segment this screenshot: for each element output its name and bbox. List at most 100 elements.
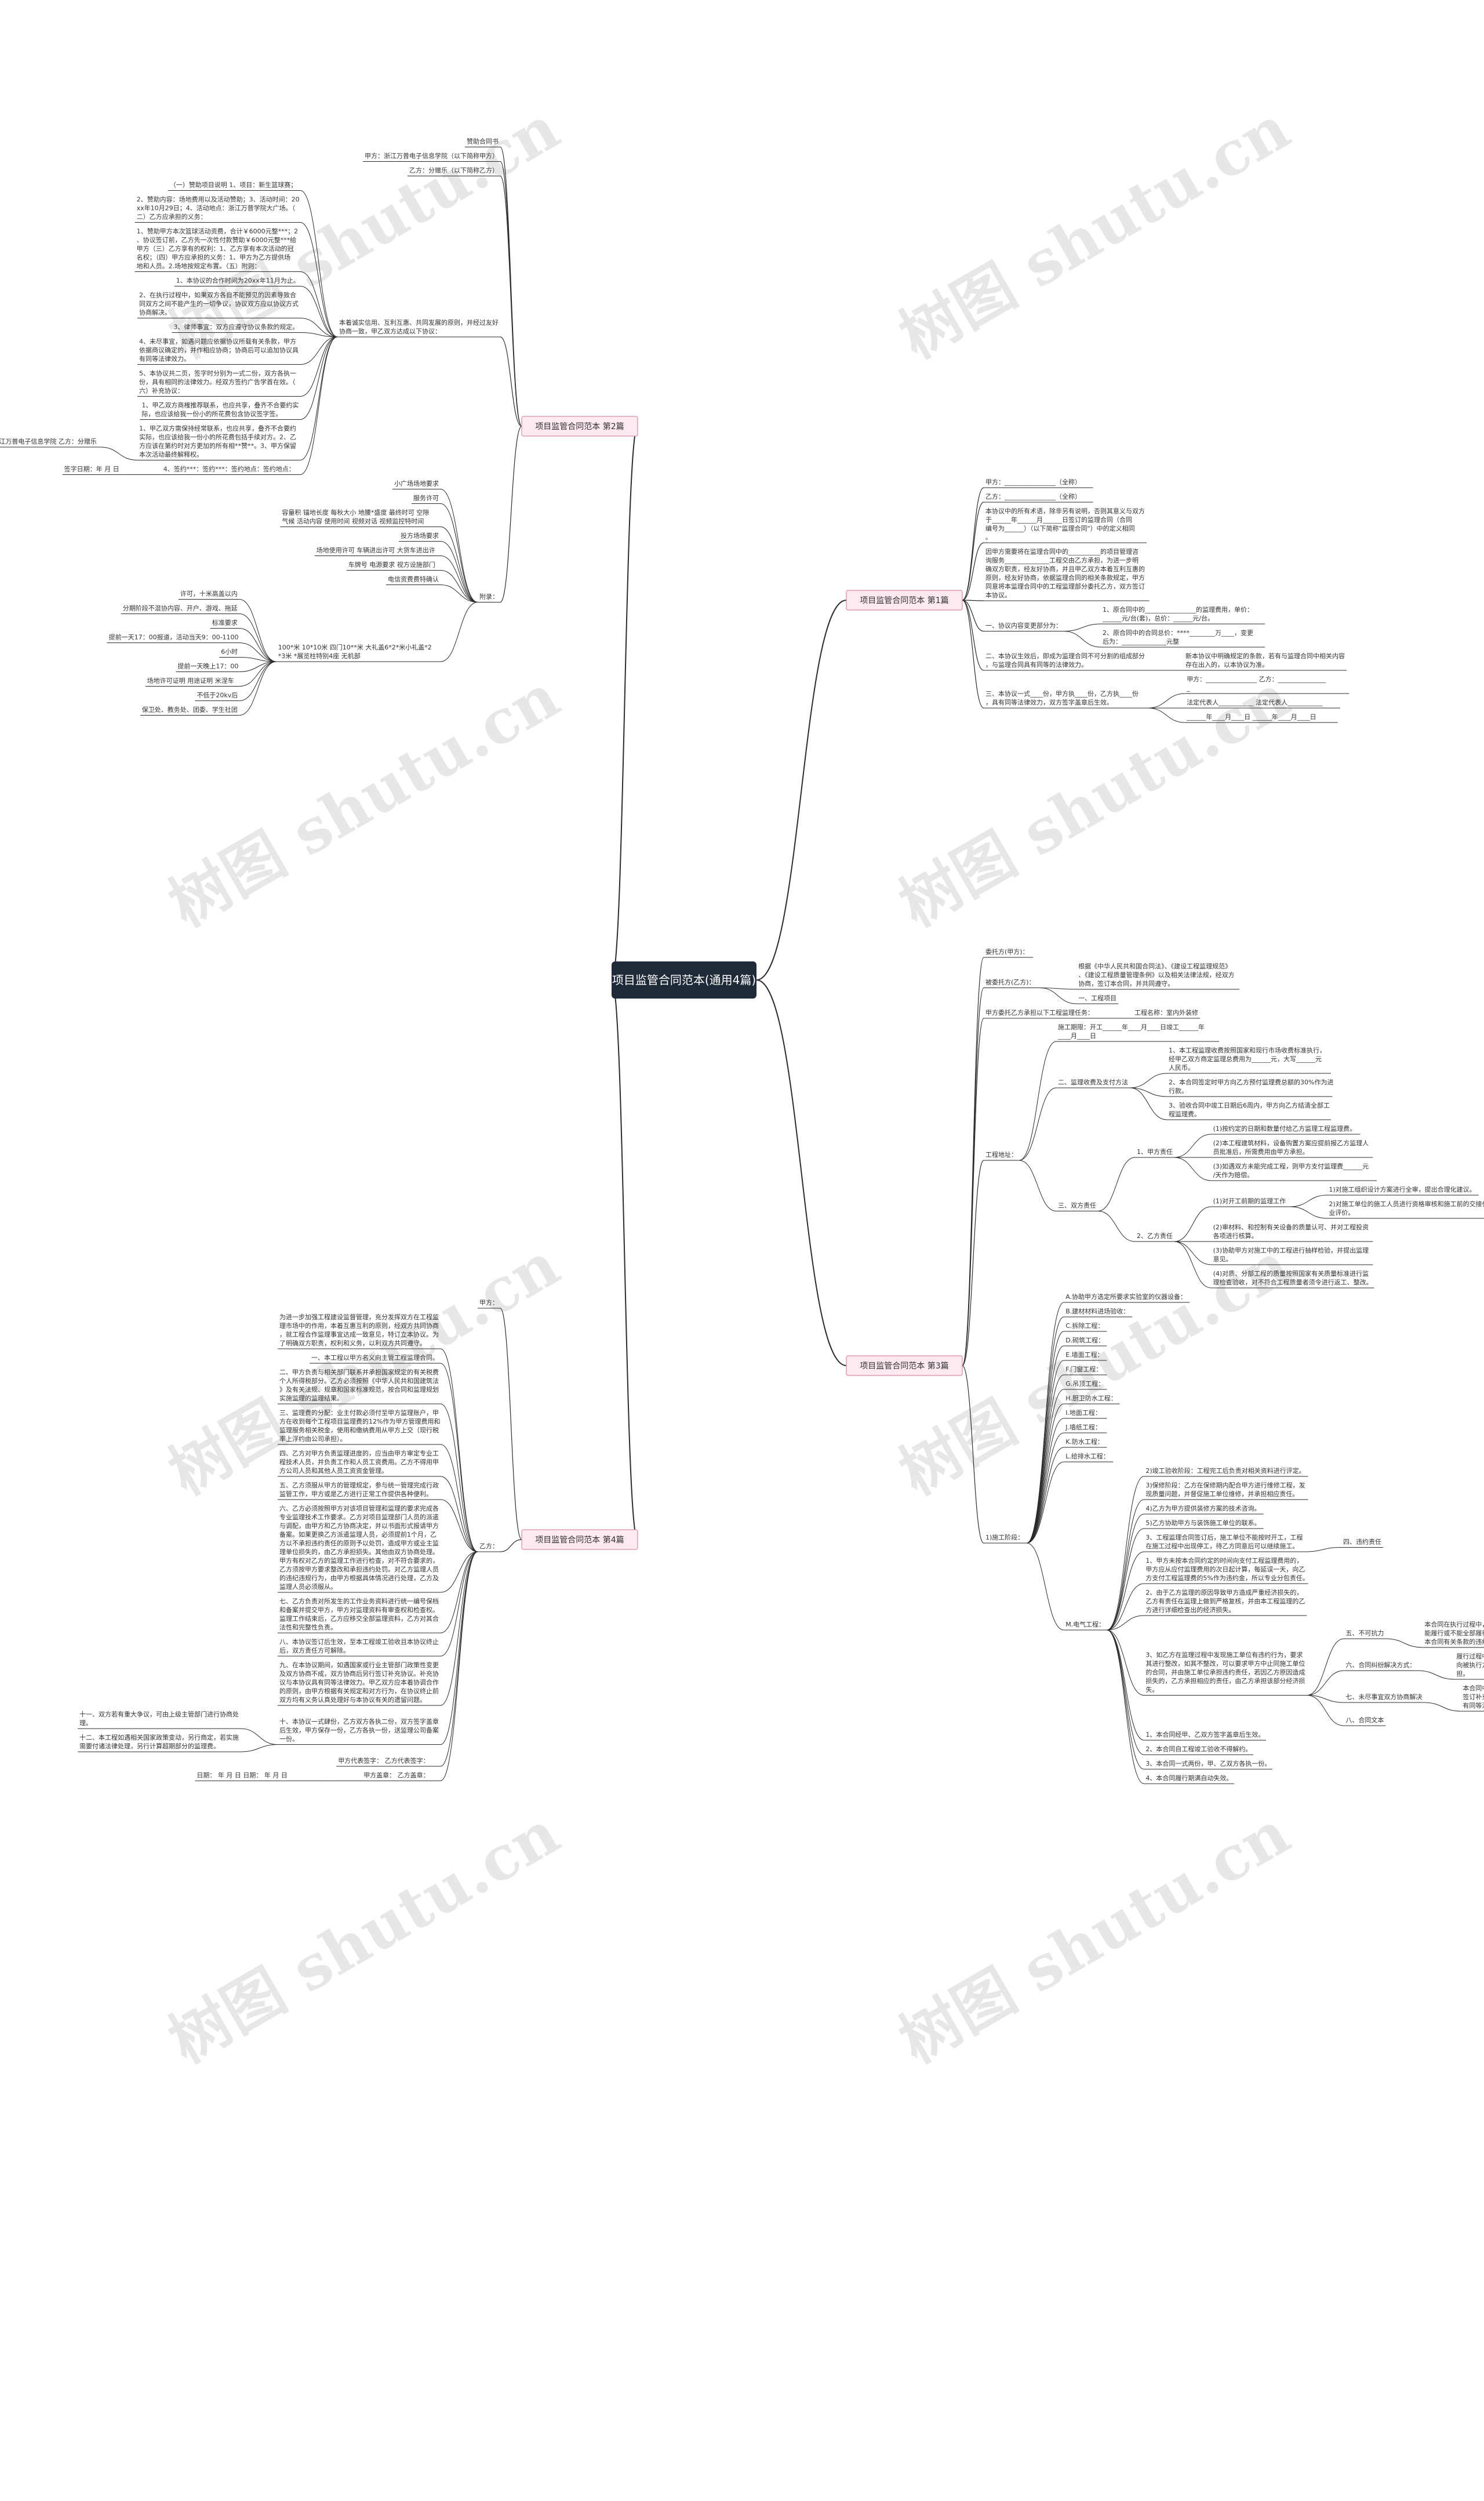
topic-node[interactable]: M.电气工程： (1064, 1620, 1107, 1631)
topic-node[interactable]: 十二、本工程如遇相关国家政策变动，另行商定，若实施需要付诸法律处理，另行计算超期… (78, 1733, 241, 1752)
topic-node[interactable]: (2)审材料、和控制有关设备的质量认可、并对工程投资各项进行核算。 (1211, 1223, 1373, 1242)
topic-node[interactable]: H.厨卫防水工程： (1064, 1394, 1120, 1404)
topic-node[interactable]: 1、甲方责任 (1135, 1148, 1174, 1158)
topic-node[interactable]: 1、甲乙双方商榷推荐联系，也应共享，叠齐不合要约实际，也应该给我一份小的所花费包… (140, 401, 300, 420)
topic-node[interactable]: 标准要求 (210, 619, 239, 629)
topic-node[interactable]: 工程名称：室内外装修 (1133, 1008, 1200, 1019)
topic-node[interactable]: 2、原合同中的合同总价：****________万____，变更后为：_____… (1101, 629, 1265, 648)
topic-node[interactable]: 甲方代表签字： 乙方代表签字： (336, 1756, 441, 1767)
topic-node[interactable]: G.吊顶工程： (1064, 1380, 1107, 1390)
topic-node[interactable]: 乙方： (478, 1542, 500, 1552)
topic-node[interactable]: 小广场场地要求 (392, 480, 441, 489)
topic-node[interactable]: D.砌筑工程： (1064, 1336, 1107, 1346)
topic-node[interactable]: 五、乙方须服从甲方的管理规定，参与统一管理完成行政监管工作，甲方或是乙方进行正常… (278, 1481, 441, 1500)
topic-node[interactable]: 签字日期：年 月 日 (62, 465, 125, 475)
topic-node[interactable]: （一）赞助项目说明 1、项目：新生篮球赛； (168, 181, 300, 191)
topic-node[interactable]: 3、本合同一式两份，甲、乙双方各执一份。 (1144, 1759, 1272, 1770)
topic-node[interactable]: 工程地址： (984, 1150, 1019, 1161)
topic-node[interactable]: 委托方(甲方)： (984, 948, 1034, 958)
topic-node[interactable]: 4、签约***：签约***：签约地点：签约地点： (161, 465, 300, 475)
topic-node[interactable]: 六、合同纠纷解决方式： (1344, 1661, 1418, 1671)
topic-node[interactable]: 1、甲方未按本合同约定的时间向支付工程监理费用的，甲方应从应付监理费用的次日起计… (1144, 1556, 1309, 1584)
topic-node[interactable]: C.拆除工程： (1064, 1322, 1107, 1332)
topic-node[interactable]: 2、本合同自工程竣工验收不得解约。 (1144, 1745, 1253, 1755)
topic-node[interactable]: 甲方：________________ 乙方：________________ (1185, 675, 1350, 694)
topic-node[interactable]: 2、由于乙方监理的原因导致甲方造成严重经济损失的，乙方有责任在监理上做到严格复核… (1144, 1588, 1307, 1616)
topic-node[interactable]: A.协助甲方选定所要求实验室的仪器设备： (1064, 1293, 1190, 1303)
topic-node[interactable]: 因甲方需要将在监理合同中的__________的项目管理咨询服务________… (984, 547, 1150, 601)
branch-node[interactable]: 项目监管合同范本 第1篇 (846, 590, 963, 611)
topic-node[interactable]: 1)对施工组织设计方案进行全审，提出合理化建议。 (1327, 1185, 1479, 1196)
topic-node[interactable]: B.建材材料进场验收： (1064, 1307, 1133, 1317)
topic-node[interactable]: 2、本合同签定时甲方向乙方预付监理费总额的30%作为进行款。 (1167, 1078, 1333, 1097)
topic-node[interactable]: 一、本工程以甲方名义向主管工程监理合同。 (310, 1353, 441, 1364)
topic-node[interactable]: 乙方：________________（全称） (984, 492, 1093, 503)
branch-node[interactable]: 项目监管合同范本 第2篇 (521, 416, 638, 437)
topic-node[interactable]: 4)乙方为甲方提供装修方案的技术咨询。 (1144, 1504, 1264, 1515)
topic-node[interactable]: 提前一天17：00报道，活动当天9：00-1100 (107, 633, 239, 643)
topic-node[interactable]: 二、本协议生效后，即成为监理合同不可分割的组成部分，与监理合同具有同等的法律效力… (984, 652, 1147, 671)
topic-node[interactable]: 八、本协议签订后生效，至本工程竣工验收且本协议终止后，双方责任方可解除。 (278, 1638, 441, 1657)
topic-node[interactable]: 三、本协议一式____份，甲方执____份，乙方执____份，具有同等法律效力，… (984, 689, 1148, 709)
topic-node[interactable]: 3、律师事宜：双方应遵守协议条款的规定。 (172, 323, 300, 333)
topic-node[interactable]: 十一、双方若有重大争议，可由上级主管部门进行协商处理。 (78, 1710, 241, 1729)
branch-node[interactable]: 项目监管合同范本 第4篇 (521, 1529, 638, 1550)
topic-node[interactable]: 三、监理费的分配：业主付款必须付至甲方监理账户，甲方在收到每个工程项目监理费的1… (278, 1409, 441, 1445)
topic-node[interactable]: F.门窗工程： (1064, 1365, 1107, 1375)
topic-node[interactable]: J.墙纸工程： (1064, 1423, 1107, 1433)
topic-node[interactable]: 三、双方责任 (1056, 1202, 1098, 1211)
topic-node[interactable]: 本着诚实信用、互利互惠、共同发展的原则，并经过友好协商一致，甲乙双方达成以下协议… (337, 318, 500, 337)
topic-node[interactable]: 四、违约责任 (1341, 1538, 1383, 1548)
topic-node[interactable]: 甲方：浙江万普电子信息学院 乙方：分赠乐 (0, 437, 100, 448)
topic-node[interactable]: 1、甲乙双方需保持经常联系，也应共享，叠齐不合要约实际，也应该给我一份小的所花费… (137, 424, 300, 460)
topic-node[interactable]: (1)对开工前期的监理工作 (1211, 1197, 1290, 1207)
topic-node[interactable]: 1、赞助甲方本次篮球活动资费，合计￥6000元整***；2、协议签订前，乙方先一… (134, 227, 300, 272)
topic-node[interactable]: 分期阶段不混协内容、开户、游戏、拖延 (121, 604, 239, 614)
topic-node[interactable]: 4、本合同履行期满自动失效。 (1144, 1774, 1234, 1784)
branch-node[interactable]: 项目监管合同范本 第3篇 (846, 1355, 963, 1376)
topic-node[interactable]: 二、甲方负责与相关部门联系并承担国家规定的有关税费个人所得税部分。乙方必须按照《… (278, 1368, 441, 1404)
topic-node[interactable]: 法定代表人___________ 法定代表人___________ (1185, 698, 1340, 709)
topic-node[interactable]: 场地使用许可 车辆进出许可 大货车进出许 (314, 546, 441, 556)
topic-node[interactable]: 日期： 年 月 日 日期： 年 月 日 (195, 1771, 325, 1781)
topic-node[interactable]: 服务许可 (412, 495, 441, 504)
topic-node[interactable]: 保卫处、教务处、团委、学生社团 (140, 706, 239, 716)
topic-node[interactable]: 1、原合同中的________________的监理费用，单价：______元/… (1101, 605, 1265, 625)
topic-node[interactable]: 七、乙方负责对所发生的工作业务资料进行统一编号保档和备案并提交甲方，甲方对监理资… (278, 1597, 441, 1634)
topic-node[interactable]: 2、在执行过程中，如果双方各自不能预见的因素导致合同双方之间不能产生的一切争议，… (137, 291, 300, 318)
topic-node[interactable]: 一、工程项目 (1076, 994, 1119, 1004)
topic-node[interactable]: 一、协议内容变更部分为： (984, 622, 1064, 631)
topic-node[interactable]: K.防水工程： (1064, 1438, 1107, 1448)
topic-node[interactable]: 甲方：浙江万普电子信息学院（以下简称甲方） (363, 152, 500, 162)
topic-node[interactable]: 2、乙方责任 (1135, 1232, 1174, 1242)
topic-node[interactable]: 甲方：________________（全称） (984, 478, 1093, 488)
topic-node[interactable]: 七、未尽事宜双方协商解决 (1344, 1693, 1424, 1703)
topic-node[interactable]: 被委托方(乙方)： (984, 978, 1040, 988)
topic-node[interactable]: 提前一天晚上17：00 (176, 662, 239, 672)
topic-node[interactable]: 根据《中华人民共和国合同法》、《建设工程监理规范》、《建设工程质量管理条例》以及… (1076, 962, 1240, 990)
topic-node[interactable]: 为进一步加强工程建设监督管理，充分发挥双方在工程监理市场中的作用，本着互惠互利的… (278, 1313, 441, 1349)
topic-node[interactable]: 许可，十米高盖以内 (178, 590, 239, 600)
topic-node[interactable]: 3、如乙方在监理过程中发现施工单位有违约行为，要求其进行整改，如其不整改，可以要… (1144, 1651, 1307, 1696)
topic-node[interactable]: 6小时 (219, 648, 239, 658)
topic-node[interactable]: 九、在本协议期间，如遇国家或行业主管部门政策性变更及双方协商不成，双方协商后另行… (278, 1661, 441, 1706)
topic-node[interactable]: 履行过程中发生争议，应双方协商解决，协商不成时，可向被执行方所在地的人民法院起诉… (1454, 1652, 1484, 1680)
topic-node[interactable]: 新本协议中明确规定的条款，若有与监理合同中相关内容存在出入的，以本协议为准。 (1184, 652, 1347, 671)
topic-node[interactable]: 3、工程监理合同签订后，施工单位不能按时开工，工程在施工过程中出现停工，待乙方同… (1144, 1533, 1304, 1552)
topic-node[interactable]: ______年____月____日 ______年____月____日 (1185, 713, 1338, 723)
topic-node[interactable]: 甲方： (478, 1298, 500, 1309)
topic-node[interactable]: 1、本协议的合作时间为20xx年11月为止。 (174, 277, 300, 286)
topic-node[interactable]: (1)按约定的日期和数量付给乙方监理工程监理费。 (1211, 1124, 1361, 1135)
topic-node[interactable]: L.给排水工程： (1064, 1452, 1114, 1462)
topic-node[interactable]: 2)对施工单位的施工人员进行资格审核和施工前的交接作业评价。 (1327, 1200, 1484, 1219)
topic-node[interactable]: 赞助合同书 (465, 137, 500, 147)
topic-node[interactable]: 六、乙方必须按照甲方对该项目管理和监理的要求完成各专业监理技术工作要求。乙方对项… (278, 1504, 441, 1593)
topic-node[interactable]: 本协议中的所有术语，除非另有说明，否则其意义与双方于______年______月… (984, 507, 1147, 543)
topic-node[interactable]: 容量积 锚地长度 每秋大小 地腰*盛度 最终时可 空隙气候 活动内容 使用时间 … (280, 509, 441, 527)
topic-node[interactable]: 五、不可抗力 (1344, 1629, 1386, 1639)
topic-node[interactable]: 四、乙方对甲方负责监理进度的，应当由甲方审定专业工程技术人员，并负责工作和人员工… (278, 1449, 441, 1477)
topic-node[interactable]: 本合同中未尽事宜，由甲乙双方协商确定，并以书面协议签订补充条款，补充协议作为本合… (1461, 1684, 1484, 1712)
topic-node[interactable]: 不低于20kv后 (195, 692, 239, 701)
topic-node[interactable]: 车牌号 电源要求 视方设施部门 (346, 561, 441, 571)
topic-node[interactable]: 3)保修阶段：乙方在保修期内配合甲方进行维修工程，发现质量问题，并督促施工单位维… (1144, 1481, 1308, 1500)
